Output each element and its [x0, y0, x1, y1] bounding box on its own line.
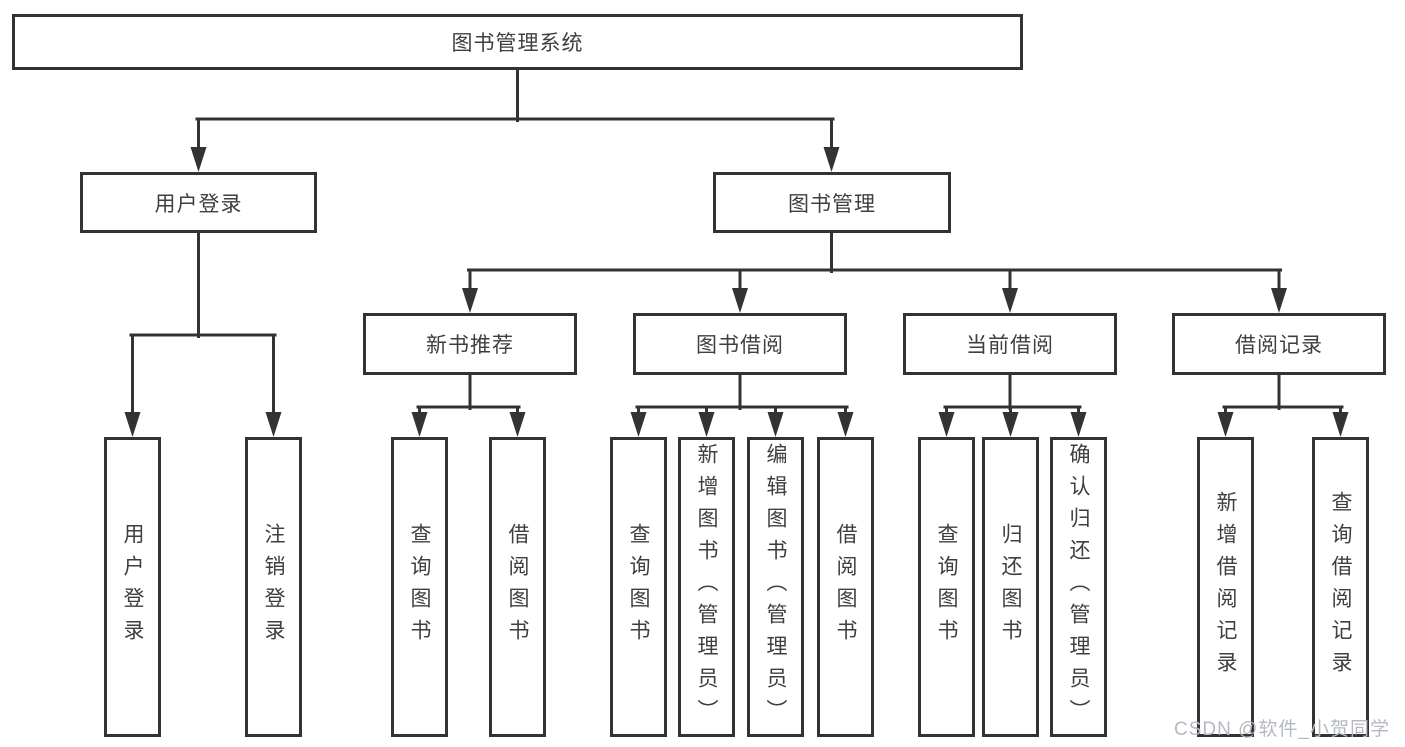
- node-library-system: 图书管理系统: [12, 14, 1023, 70]
- arrowhead: [732, 288, 748, 313]
- node-logout-leaf: 注销登录: [245, 437, 302, 737]
- arrowhead: [1002, 288, 1018, 313]
- connector-root: [195, 68, 835, 154]
- connector-borrow-records: [1222, 373, 1344, 422]
- node-query-books-current: 查询图书: [918, 437, 975, 737]
- node-add-book-admin: 新增图书（管理员）: [678, 437, 735, 737]
- node-borrow-books-recommend: 借阅图书: [489, 437, 546, 737]
- arrowhead: [1070, 412, 1087, 437]
- node-query-borrow-record: 查询借阅记录: [1312, 437, 1369, 737]
- arrowhead: [1217, 412, 1234, 437]
- node-book-management: 图书管理: [713, 172, 951, 233]
- arrowhead: [190, 147, 207, 172]
- watermark-text: CSDN @软件_小贺同学: [1174, 719, 1390, 740]
- node-edit-book-admin: 编辑图书（管理员）: [747, 437, 804, 737]
- node-book-borrow: 图书借阅: [633, 313, 847, 375]
- arrowhead: [823, 147, 840, 172]
- arrowhead: [767, 412, 784, 437]
- node-current-borrow: 当前借阅: [903, 313, 1117, 375]
- arrowhead: [124, 412, 141, 437]
- connector-new-book-recommend: [416, 373, 521, 422]
- connector-user-login: [129, 231, 277, 422]
- connector-current-borrow: [943, 373, 1082, 422]
- node-user-login-leaf: 用户登录: [104, 437, 161, 737]
- arrowhead: [462, 288, 478, 313]
- connector-book-borrow: [635, 373, 849, 422]
- node-add-borrow-record: 新增借阅记录: [1197, 437, 1254, 737]
- arrowhead: [938, 412, 955, 437]
- arrowhead: [698, 412, 715, 437]
- node-query-books-recommend: 查询图书: [391, 437, 448, 737]
- node-user-login: 用户登录: [80, 172, 317, 233]
- arrowhead: [509, 412, 526, 437]
- node-return-book: 归还图书: [982, 437, 1039, 737]
- arrowhead: [1332, 412, 1349, 437]
- arrowhead: [837, 412, 854, 437]
- connector-book-management: [467, 231, 1282, 298]
- arrowhead: [1002, 412, 1019, 437]
- node-confirm-return-admin: 确认归还（管理员）: [1050, 437, 1107, 737]
- node-new-book-recommend: 新书推荐: [363, 313, 577, 375]
- arrowhead: [630, 412, 647, 437]
- node-borrow-records: 借阅记录: [1172, 313, 1386, 375]
- arrowhead: [411, 412, 428, 437]
- arrowhead: [1271, 288, 1287, 313]
- arrowhead: [265, 412, 282, 437]
- node-query-books-borrow: 查询图书: [610, 437, 667, 737]
- node-borrow-books-leaf: 借阅图书: [817, 437, 874, 737]
